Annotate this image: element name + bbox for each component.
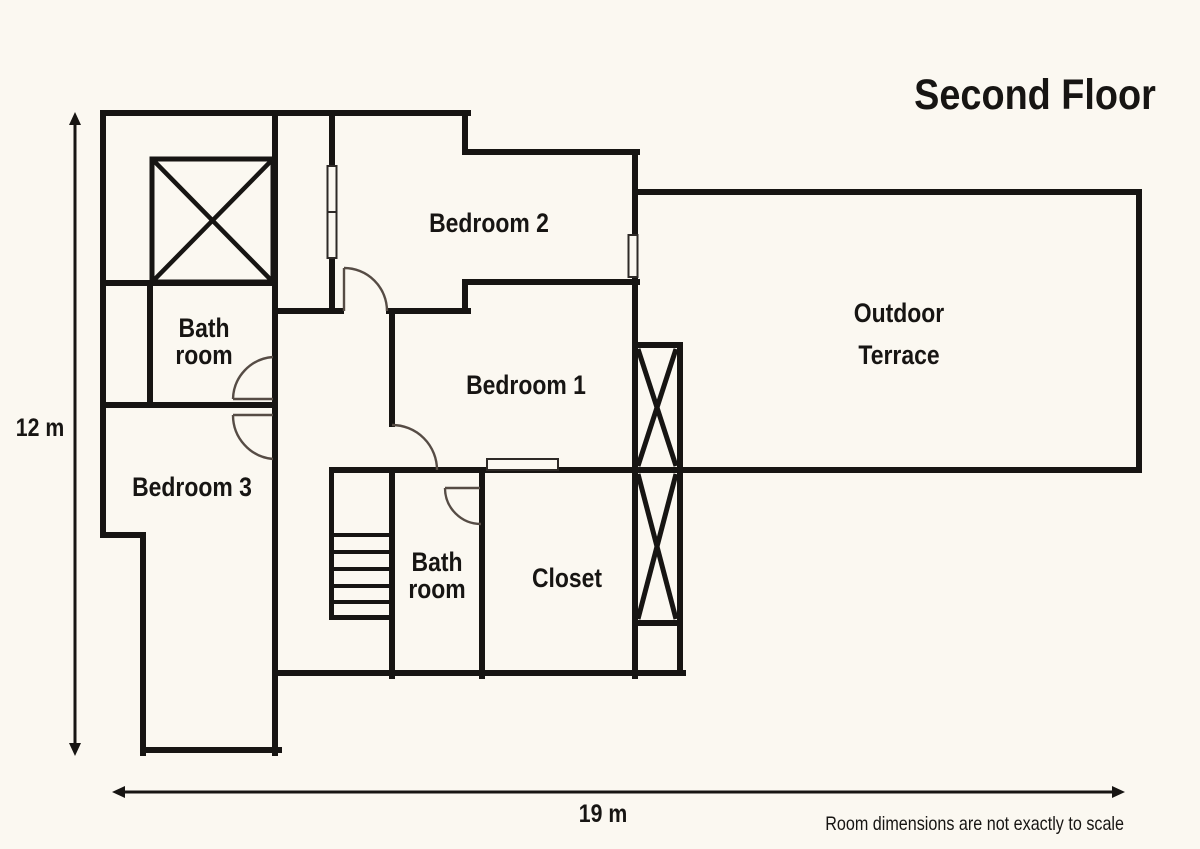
wall-bathroom-bedroom3 — [100, 402, 278, 408]
door-arc-bathroom-upper — [231, 355, 274, 400]
elevator-shaft-outline — [149, 156, 276, 285]
wall-hall-left — [272, 110, 278, 756]
horizontal-dimension-arrow — [112, 786, 1125, 798]
wall-terrace-right — [1136, 189, 1142, 473]
wall-bedroom3-bottom — [140, 747, 282, 753]
arrow-left-icon — [112, 786, 125, 798]
wall-terrace-top — [632, 189, 1142, 195]
window-corridor-lower — [326, 211, 338, 259]
elevator-shaft-symbol — [149, 156, 276, 285]
wall-stair-bottom — [329, 615, 394, 620]
wall-bathroom-upper-left — [147, 280, 153, 408]
band-bottom-edge — [632, 620, 683, 626]
arrow-up-icon — [69, 112, 81, 125]
door-arc-bedroom2 — [343, 266, 389, 312]
room-label-bathroom-upper-line1: Bath — [179, 313, 230, 343]
band-x-diagonal — [635, 473, 679, 620]
door-arc-bathroom-lower — [443, 487, 482, 526]
band-x-diagonal — [635, 348, 679, 467]
arrow-right-icon — [1112, 786, 1125, 798]
room-label-bedroom1: Bedroom 1 — [466, 370, 586, 400]
room-label-terrace-line1: Outdoor — [854, 298, 945, 328]
window-bedroom2-right — [627, 234, 639, 278]
wall-bedroom2-bottom-right — [462, 279, 640, 285]
room-label-bathroom-lower-line2: room — [408, 574, 465, 604]
room-label-bathroom-lower-line1: Bath — [412, 547, 463, 577]
wall-top-step — [462, 110, 468, 155]
wall-main-horizontal — [329, 467, 1142, 473]
door-arc-bedroom1 — [391, 423, 439, 471]
wall-mid-step — [462, 279, 468, 314]
wall-bedroom1-left-b — [389, 467, 395, 679]
vertical-dimension-arrow — [69, 112, 81, 756]
wall-left-step — [100, 532, 146, 538]
wall-bedroom2-top-right — [462, 149, 640, 155]
wall-corridor-right-a — [329, 110, 335, 168]
windows — [326, 165, 639, 471]
doors — [231, 266, 482, 526]
horizontal-dimension-label: 19 m — [579, 799, 627, 827]
band-top-edge — [632, 342, 683, 348]
wall-bedroom2-bottom-a — [272, 308, 344, 314]
wall-stair-left — [329, 467, 334, 620]
wall-right-b — [632, 275, 638, 679]
wall-bedroom1-left-a — [389, 308, 395, 427]
window-corridor-upper — [326, 165, 338, 213]
window-bedroom1-bottom — [486, 458, 559, 471]
room-label-bedroom2: Bedroom 2 — [429, 208, 549, 238]
exterior-stair-symbol — [632, 342, 683, 626]
wall-bath-closet-divider — [479, 467, 485, 679]
page-title: Second Floor — [914, 70, 1156, 119]
wall-bedroom2-bottom-b — [386, 308, 471, 314]
wall-top-left — [100, 110, 471, 116]
elevator-shaft-diagonal — [152, 159, 273, 282]
wall-left-lower — [140, 532, 146, 756]
staircase — [333, 533, 390, 604]
room-label-bathroom-upper-line2: room — [175, 340, 232, 370]
vertical-dimension-label: 12 m — [16, 413, 64, 441]
door-arc-bedroom3 — [231, 414, 274, 461]
room-label-bedroom3: Bedroom 3 — [132, 472, 252, 502]
room-label-terrace-line2: Terrace — [858, 340, 939, 370]
scale-footnote: Room dimensions are not exactly to scale — [825, 813, 1124, 835]
wall-corridor-right-b — [329, 258, 335, 314]
walls — [100, 110, 1142, 756]
wall-left-upper — [100, 110, 106, 538]
arrow-down-icon — [69, 743, 81, 756]
wall-bottom — [272, 670, 686, 676]
wall-band-right — [677, 342, 683, 676]
room-label-closet: Closet — [532, 563, 603, 593]
